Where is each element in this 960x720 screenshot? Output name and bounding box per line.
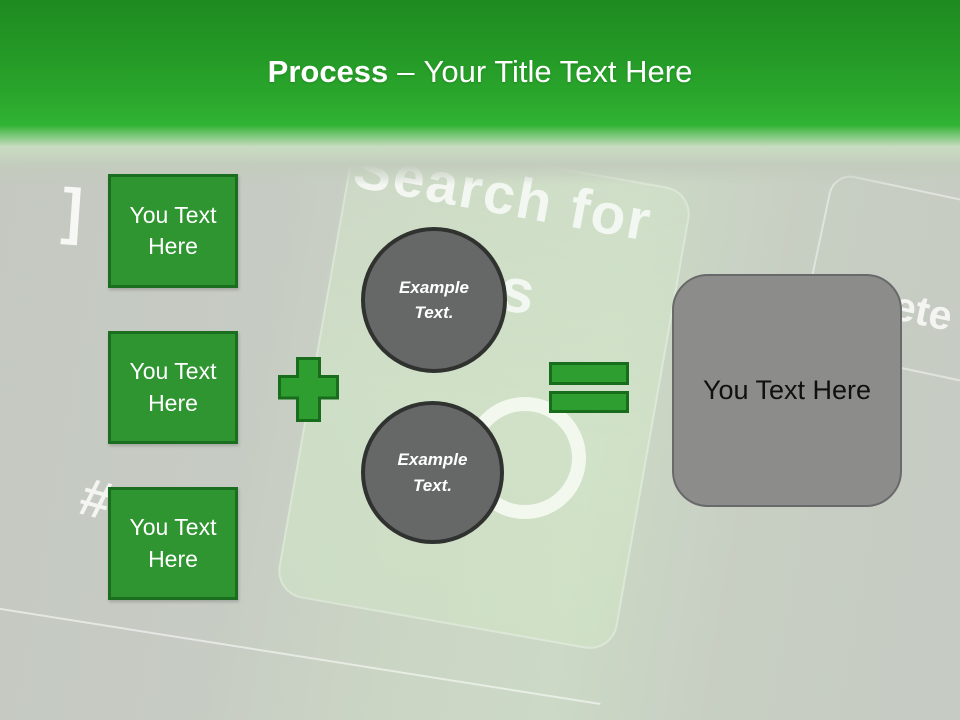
slide-title: Process – Your Title Text Here: [0, 54, 960, 90]
example-circle-2-label: Example Text.: [397, 450, 468, 495]
result-box-label: You Text Here: [702, 375, 872, 405]
equals-bottom-bar: [549, 391, 629, 413]
slide-title-keyword: Process: [267, 54, 389, 89]
input-box-3: You Text Here: [108, 487, 238, 600]
input-box-1-label: You Text Here: [129, 201, 217, 259]
slide-title-rest: Your Title Text Here: [423, 54, 693, 89]
plus-icon: [278, 357, 339, 422]
input-box-2: You Text Here: [108, 331, 238, 444]
equals-icon: [549, 362, 629, 414]
input-box-3-label: You Text Here: [129, 514, 217, 572]
input-box-1: You Text Here: [108, 174, 238, 288]
plus-icon-svg: [278, 357, 339, 422]
result-box: You Text Here: [672, 274, 902, 507]
example-circle-1: Example Text.: [361, 227, 507, 373]
example-circle-1-label: Example Text.: [399, 277, 469, 323]
equals-top-bar: [549, 362, 629, 385]
background-bracket-text: ]: [59, 176, 86, 247]
example-circle-2: Example Text.: [361, 401, 504, 544]
slide-title-dash: –: [397, 54, 415, 89]
input-box-2-label: You Text Here: [129, 358, 217, 416]
